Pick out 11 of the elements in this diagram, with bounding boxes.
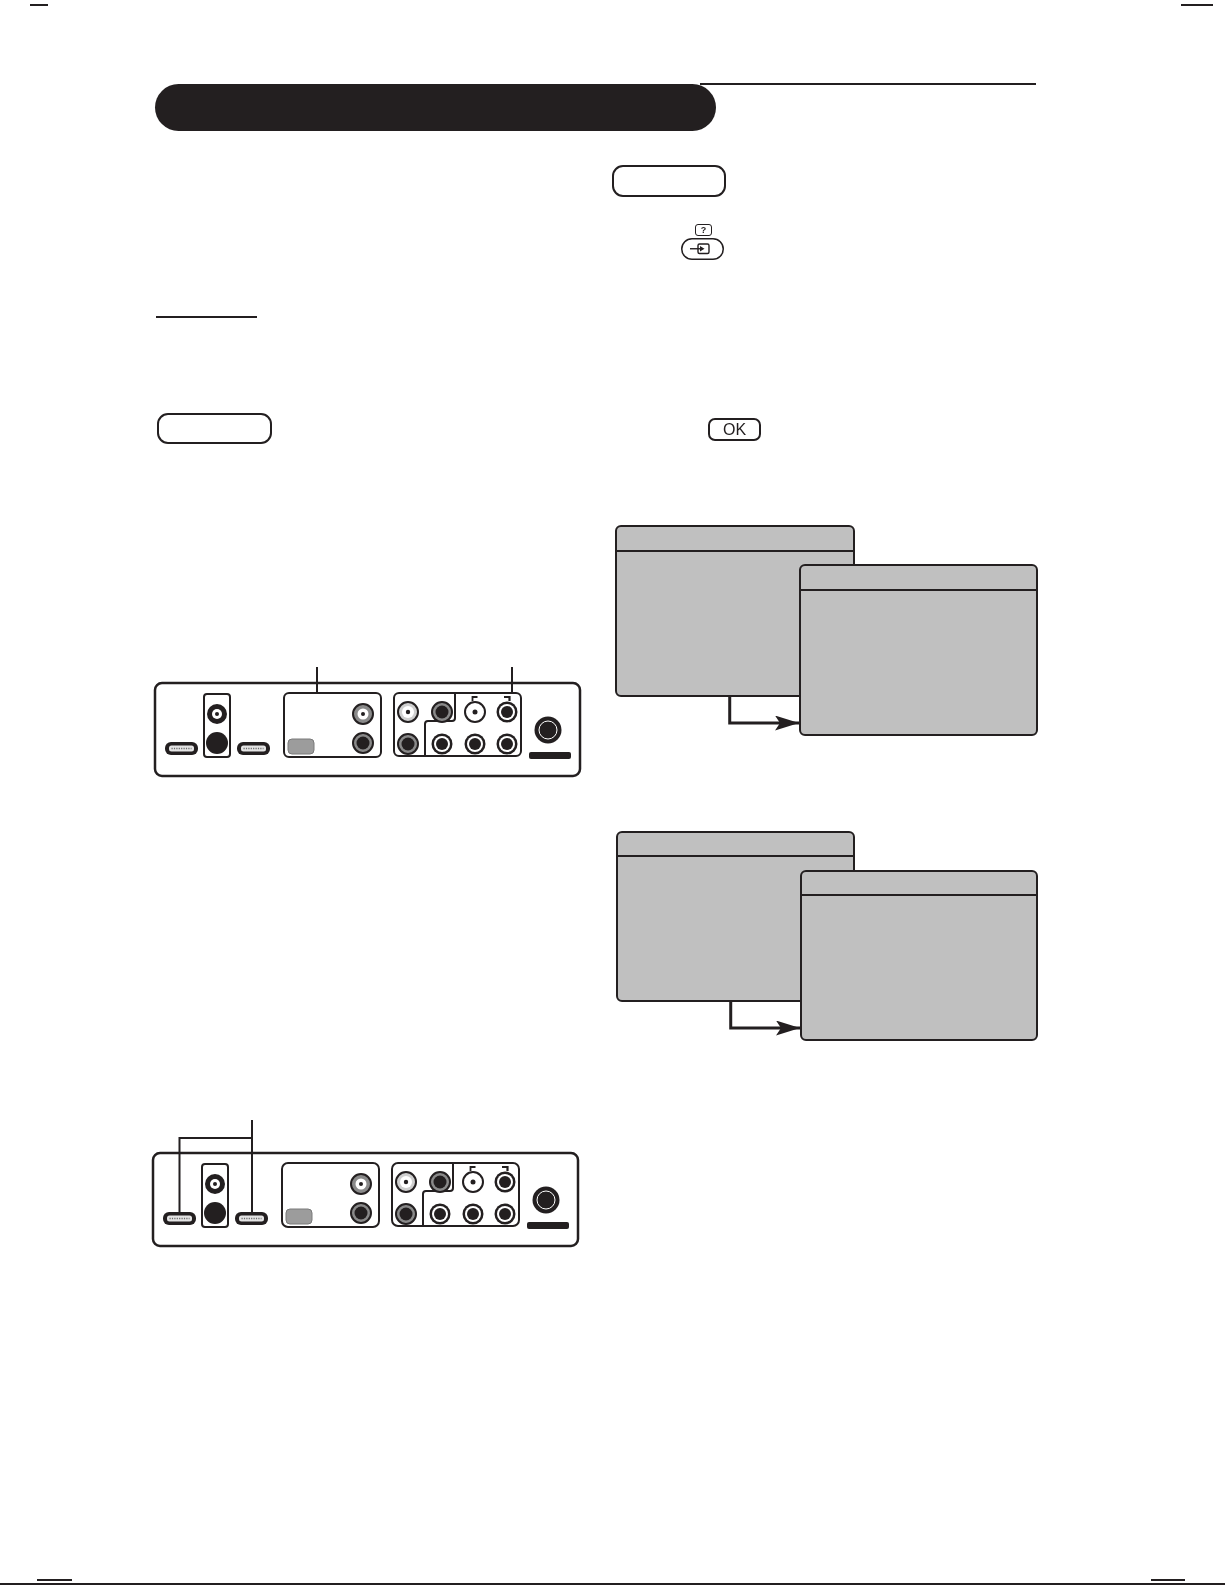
ok-key: OK [708,418,761,441]
sub-menu [799,564,1038,736]
arrow [729,1002,800,1036]
title-bar [155,84,716,131]
leader-line [511,666,513,693]
arrow [728,697,799,731]
sub-menu [800,870,1038,1041]
leader-line [316,666,318,693]
question-key: ? [695,224,712,236]
connector-group [283,692,382,758]
connector-group [393,692,522,757]
